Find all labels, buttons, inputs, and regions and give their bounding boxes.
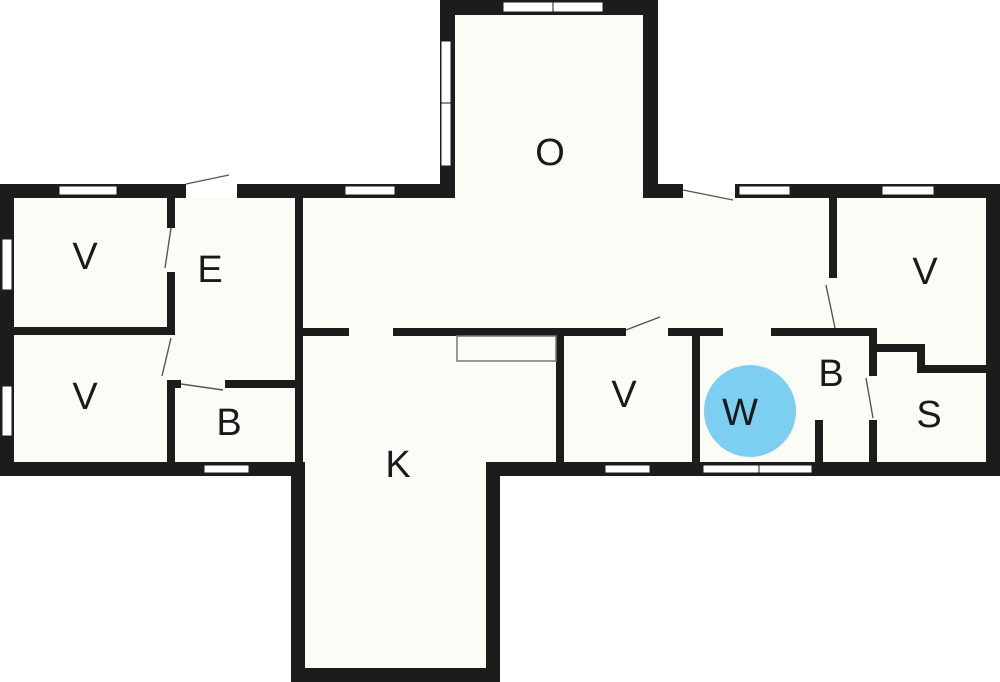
window <box>702 464 760 474</box>
room-label-w: W <box>722 392 758 434</box>
room-label-v2: V <box>72 376 98 418</box>
room-label-o: O <box>535 132 565 174</box>
room-label-v3: V <box>611 374 637 416</box>
room-labels: V E V B O K V W B V S <box>72 132 941 486</box>
door <box>682 189 734 201</box>
window <box>881 185 935 196</box>
door <box>865 377 874 419</box>
door <box>825 284 836 329</box>
window <box>1 385 13 437</box>
door <box>164 227 172 269</box>
window <box>440 40 452 104</box>
location-marker <box>704 365 796 457</box>
window <box>344 185 396 196</box>
door <box>185 174 230 185</box>
window <box>1 238 13 291</box>
room-label-b2: B <box>818 353 843 395</box>
door <box>161 337 172 377</box>
window <box>758 464 813 474</box>
window <box>203 464 250 474</box>
kitchen-counter <box>456 335 557 362</box>
room-label-k: K <box>385 444 410 486</box>
room-label-b1: B <box>216 402 241 444</box>
door <box>625 316 661 331</box>
windows <box>1 1 935 474</box>
window <box>502 1 554 13</box>
window <box>58 185 118 196</box>
room-label-v4: V <box>912 251 938 293</box>
window <box>440 102 452 167</box>
room-label-e: E <box>197 249 222 291</box>
door <box>180 383 224 391</box>
window <box>738 185 791 196</box>
room-label-v1: V <box>72 236 98 278</box>
room-label-s: S <box>916 394 941 436</box>
window <box>604 464 651 474</box>
window <box>552 1 604 13</box>
door-swings <box>161 174 874 419</box>
